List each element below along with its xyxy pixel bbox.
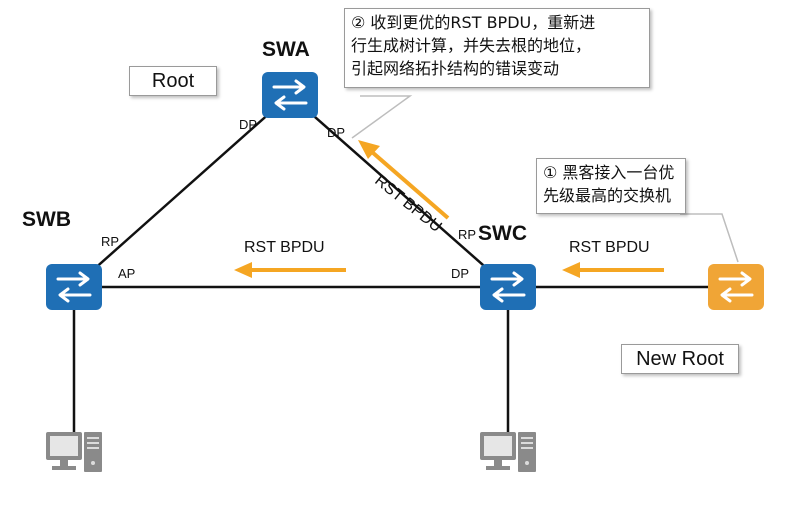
switch-swc-icon[interactable] — [480, 264, 536, 310]
swa-port-left: DP — [239, 117, 258, 132]
link-swa-swc — [289, 94, 509, 288]
callout-step2: ② 收到更优的RST BPDU，重新进 行生成树计算，并失去根的地位， 引起网络… — [344, 8, 650, 88]
callout-step1-line: 先级最高的交换机 — [543, 186, 672, 205]
arrow-swc-to-swb — [234, 262, 346, 278]
callout-step1-pointer — [680, 213, 739, 263]
swa-port-right: DP — [327, 125, 346, 140]
link-swa-swb — [73, 94, 291, 288]
callout-step2-pointer — [351, 95, 413, 139]
swc-label: SWC — [478, 222, 527, 245]
callout-step1: ① 黑客接入一台优 先级最高的交换机 — [536, 158, 686, 214]
swb-label: SWB — [22, 208, 71, 231]
pc-icon — [480, 432, 536, 472]
swb-port-top: RP — [101, 234, 120, 249]
links — [72, 94, 736, 440]
bpdu-label-rogue: RST BPDU — [569, 239, 650, 256]
swb-port-right: AP — [118, 266, 136, 281]
switch-swa-icon[interactable] — [262, 72, 318, 118]
callout-step2-line: 引起网络拓扑结构的错误变动 — [351, 59, 560, 78]
pc-icon — [46, 432, 102, 472]
switch-swb-icon[interactable] — [46, 264, 102, 310]
swc-port-top: RP — [458, 227, 477, 242]
bpdu-arrows — [234, 140, 664, 278]
new-root-tag: New Root — [621, 344, 739, 374]
rogue-switch-icon[interactable] — [708, 264, 764, 310]
arrow-swc-to-swa — [358, 140, 450, 220]
bpdu-label-swb: RST BPDU — [244, 239, 325, 256]
callout-step2-line: 行生成树计算，并失去根的地位， — [351, 36, 592, 55]
swc-port-left: DP — [451, 266, 470, 281]
arrow-rogue-to-swc — [562, 262, 664, 278]
callout-step2-line: ② 收到更优的RST BPDU，重新进 — [351, 13, 596, 32]
swa-label: SWA — [262, 38, 310, 61]
root-tag: Root — [129, 66, 217, 96]
callout-step1-line: ① 黑客接入一台优 — [543, 163, 675, 182]
